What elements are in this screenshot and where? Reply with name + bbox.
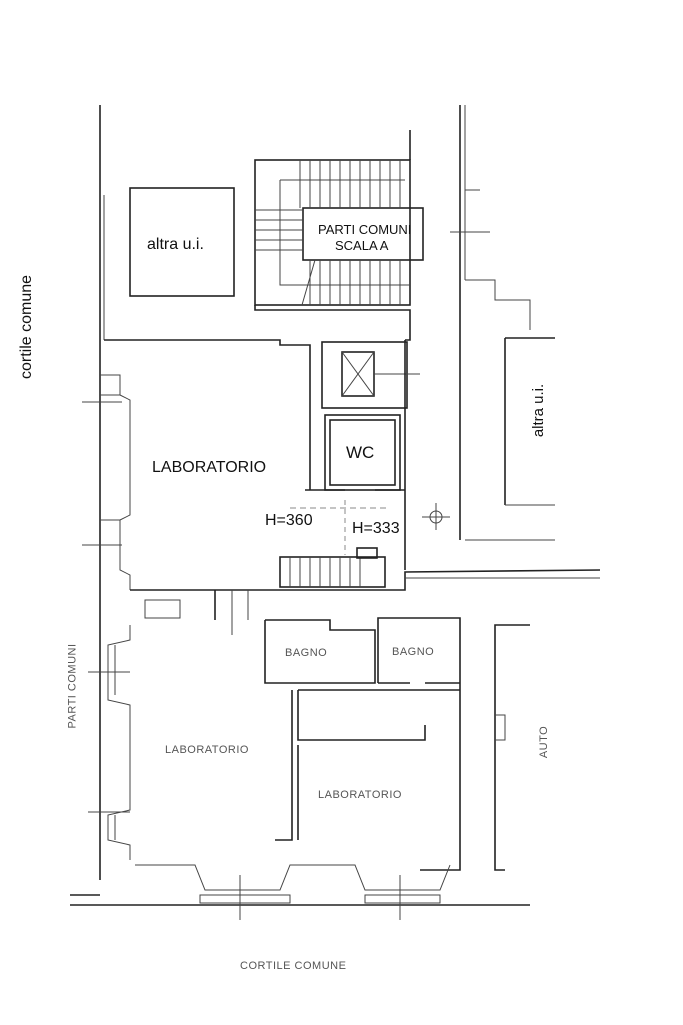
label-auto: AUTO — [538, 725, 551, 759]
label-laboratorio-lower-left: LABORATORIO — [165, 744, 249, 756]
walls-upper — [82, 105, 601, 635]
label-parti-comuni-lower: PARTI COMUNI — [66, 643, 79, 729]
walls-lower — [70, 617, 530, 920]
label-wc: WC — [346, 443, 375, 462]
label-scala-a: SCALA A — [335, 238, 389, 253]
label-height-360: H=360 — [265, 512, 313, 529]
label-bagno-2: BAGNO — [392, 646, 435, 658]
label-laboratorio-main: LABORATORIO — [152, 459, 267, 476]
label-height-333: H=333 — [352, 520, 400, 537]
label-parti-comuni: PARTI COMUNI — [318, 222, 412, 237]
label-laboratorio-lower-right: LABORATORIO — [318, 789, 402, 801]
label-altra-ui-top: altra u.i. — [147, 236, 204, 253]
label-bagno-1: BAGNO — [285, 647, 328, 659]
label-cortile-comune-bottom: CORTILE COMUNE — [240, 960, 347, 972]
label-altra-ui-right: altra u.i. — [530, 383, 548, 438]
label-cortile-comune-left: cortile comune — [18, 274, 36, 380]
